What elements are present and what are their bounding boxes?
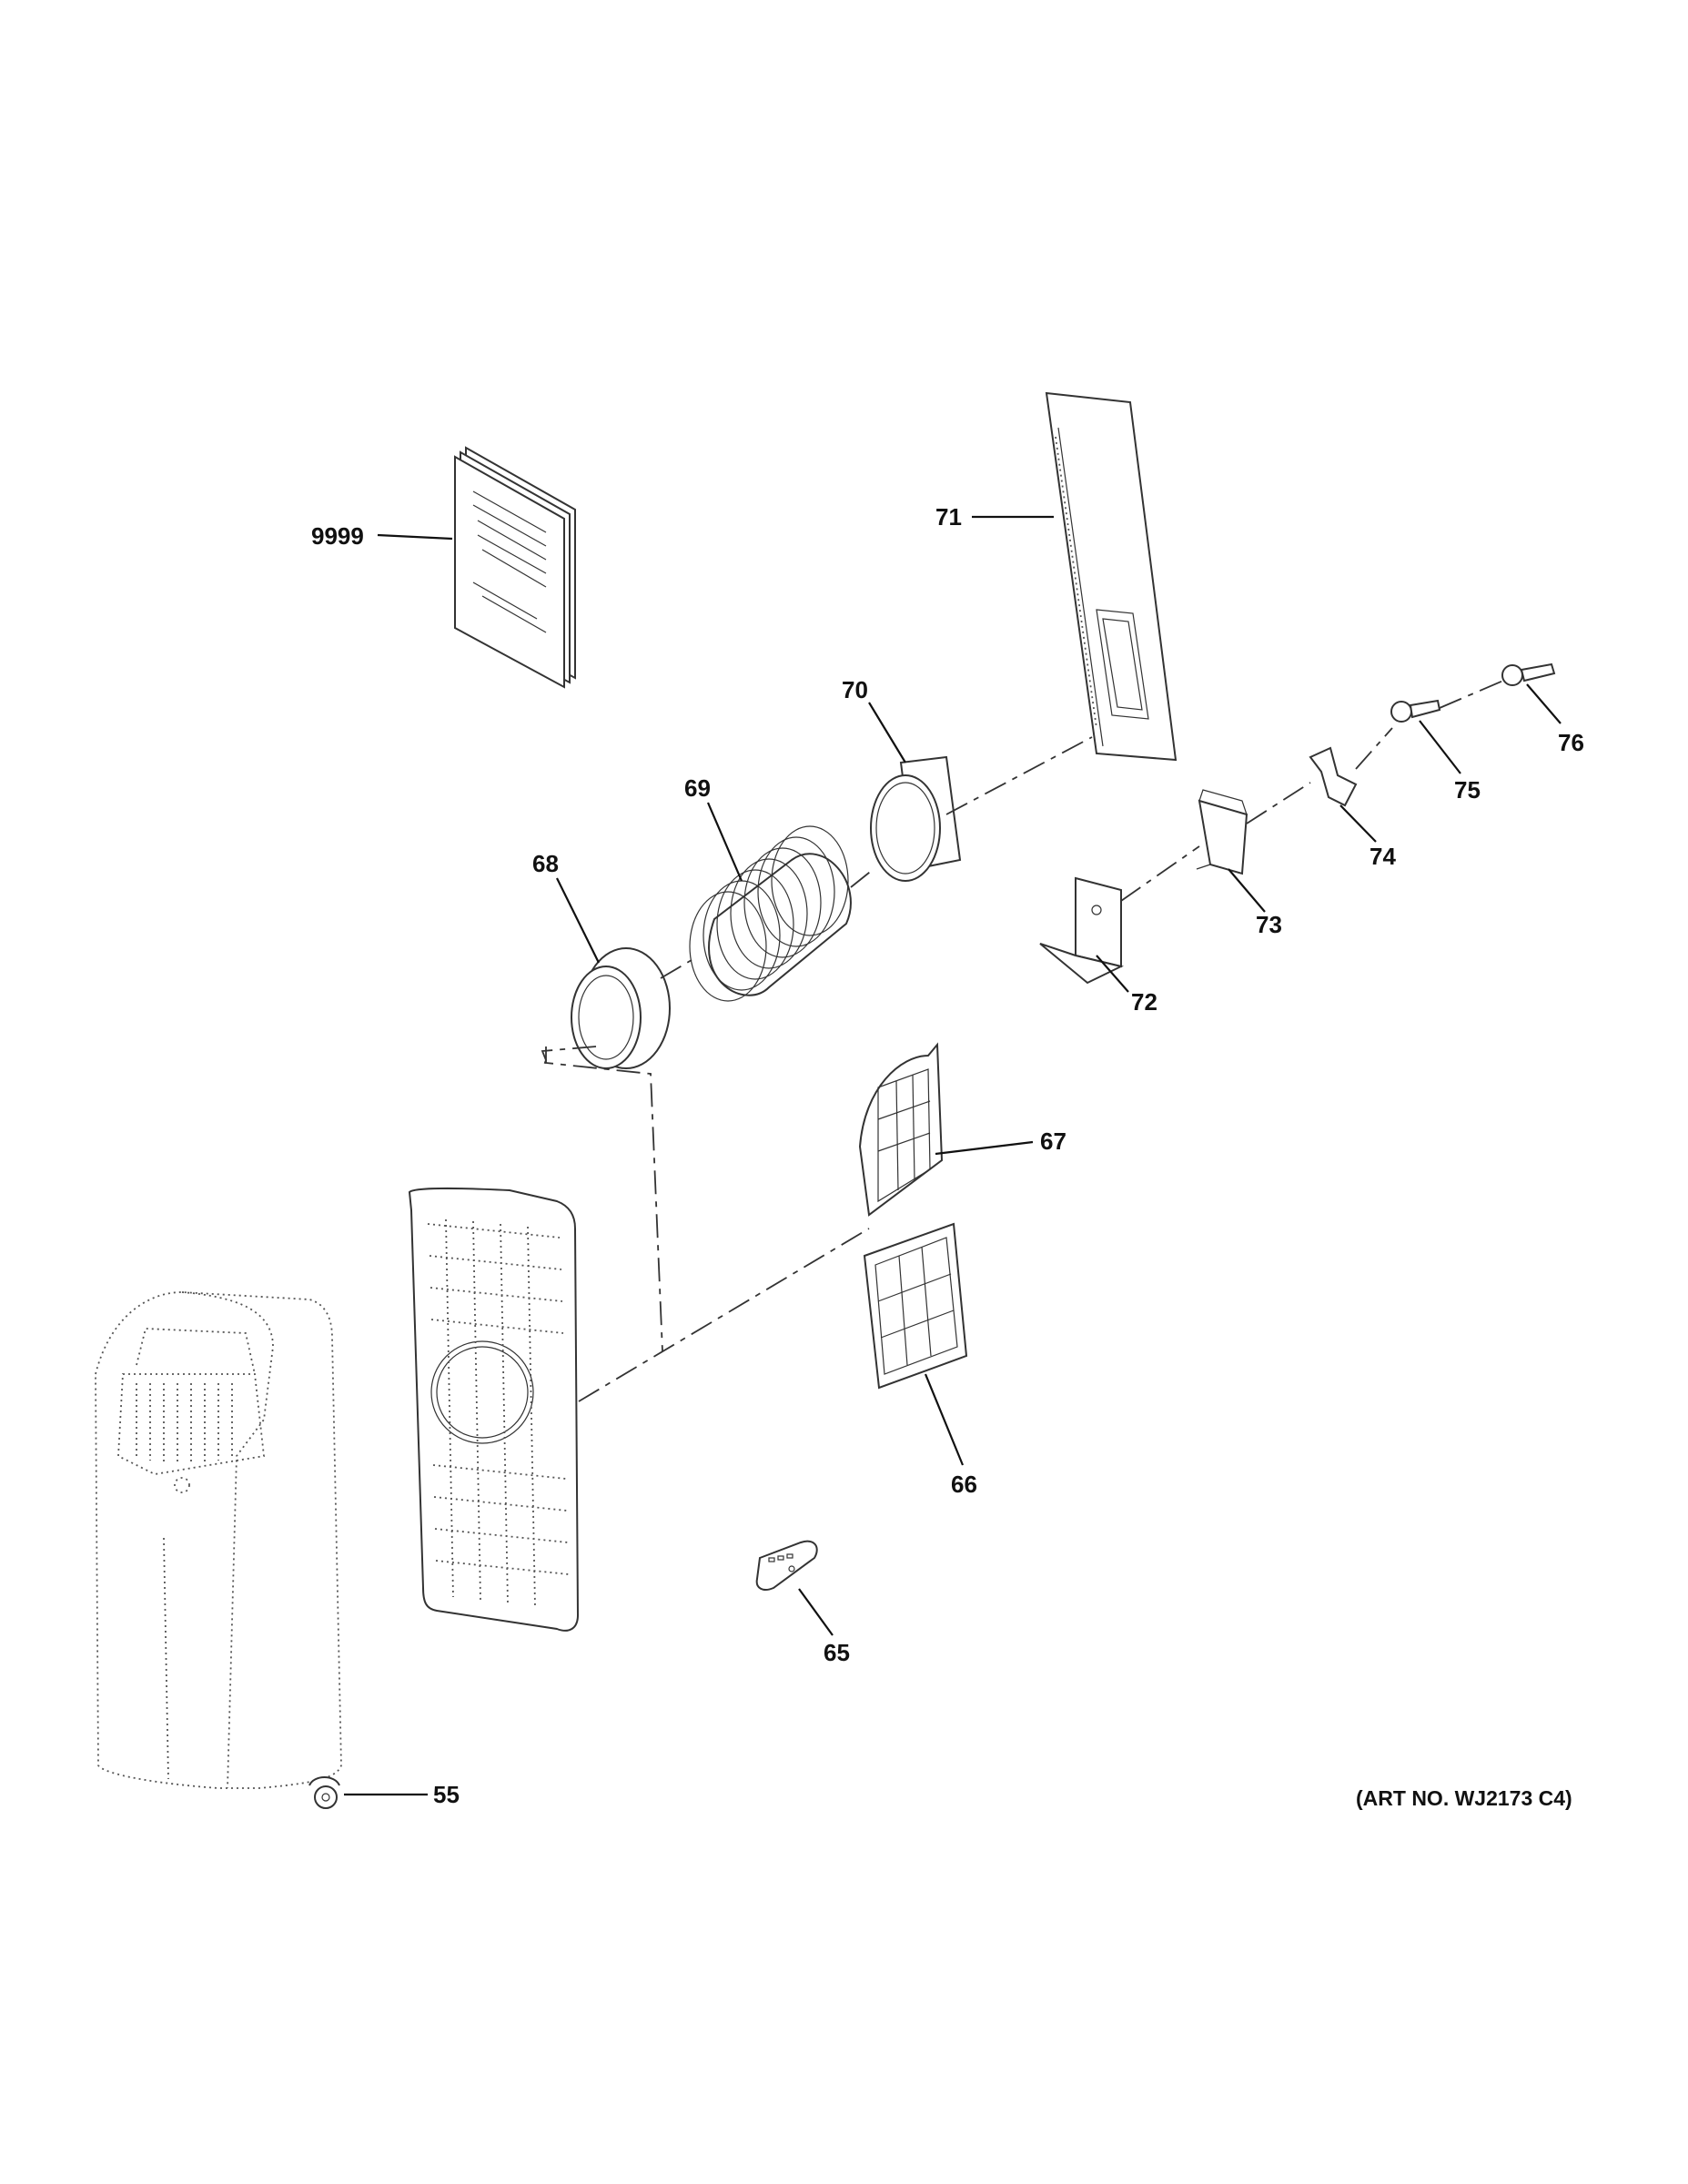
art-number: (ART NO. WJ2173 C4) [1356,1786,1572,1810]
leader-66 [924,1373,965,1466]
screw-76 [1501,662,1556,686]
label-68: 68 [532,850,559,877]
label-65: 65 [824,1639,850,1666]
leader-76 [1526,683,1562,724]
leader-70 [868,702,906,763]
filter-67 [858,1042,944,1217]
manual-booklet [454,446,576,689]
leader-73 [1228,868,1266,913]
leader-75 [1419,720,1461,774]
window-adapter [870,755,962,882]
leader-65 [798,1588,834,1636]
label-69: 69 [684,774,711,802]
label-66: 66 [951,1471,977,1498]
caster-wheel [308,1776,340,1809]
assembly-lines [541,680,1504,1402]
label-67: 67 [1040,1127,1066,1155]
label-75: 75 [1454,776,1481,804]
label-9999: 9999 [311,522,364,550]
leader-69 [706,802,743,882]
exhaust-hose [689,825,852,1002]
screw-75 [1390,699,1441,723]
filter-66 [863,1222,968,1390]
label-74: 74 [1370,843,1396,870]
leader-74 [1339,804,1377,843]
label-55: 55 [433,1781,460,1808]
label-73: 73 [1256,911,1282,938]
label-71: 71 [935,503,962,531]
leader-72 [1096,955,1129,993]
rear-panel [408,1187,580,1632]
window-bracket [1039,876,1124,985]
leader-9999 [377,533,453,541]
clip-bracket [1196,789,1248,875]
label-76: 76 [1558,729,1584,756]
label-72: 72 [1131,988,1157,1016]
leader-68 [556,877,600,964]
hose-connector-ring [571,947,671,1069]
unit-body [95,1291,342,1789]
label-70: 70 [842,676,868,703]
remote-control [755,1540,818,1591]
leader-67 [935,1140,1034,1156]
spring-clip [1309,746,1358,807]
window-slider-panel [1045,391,1178,762]
